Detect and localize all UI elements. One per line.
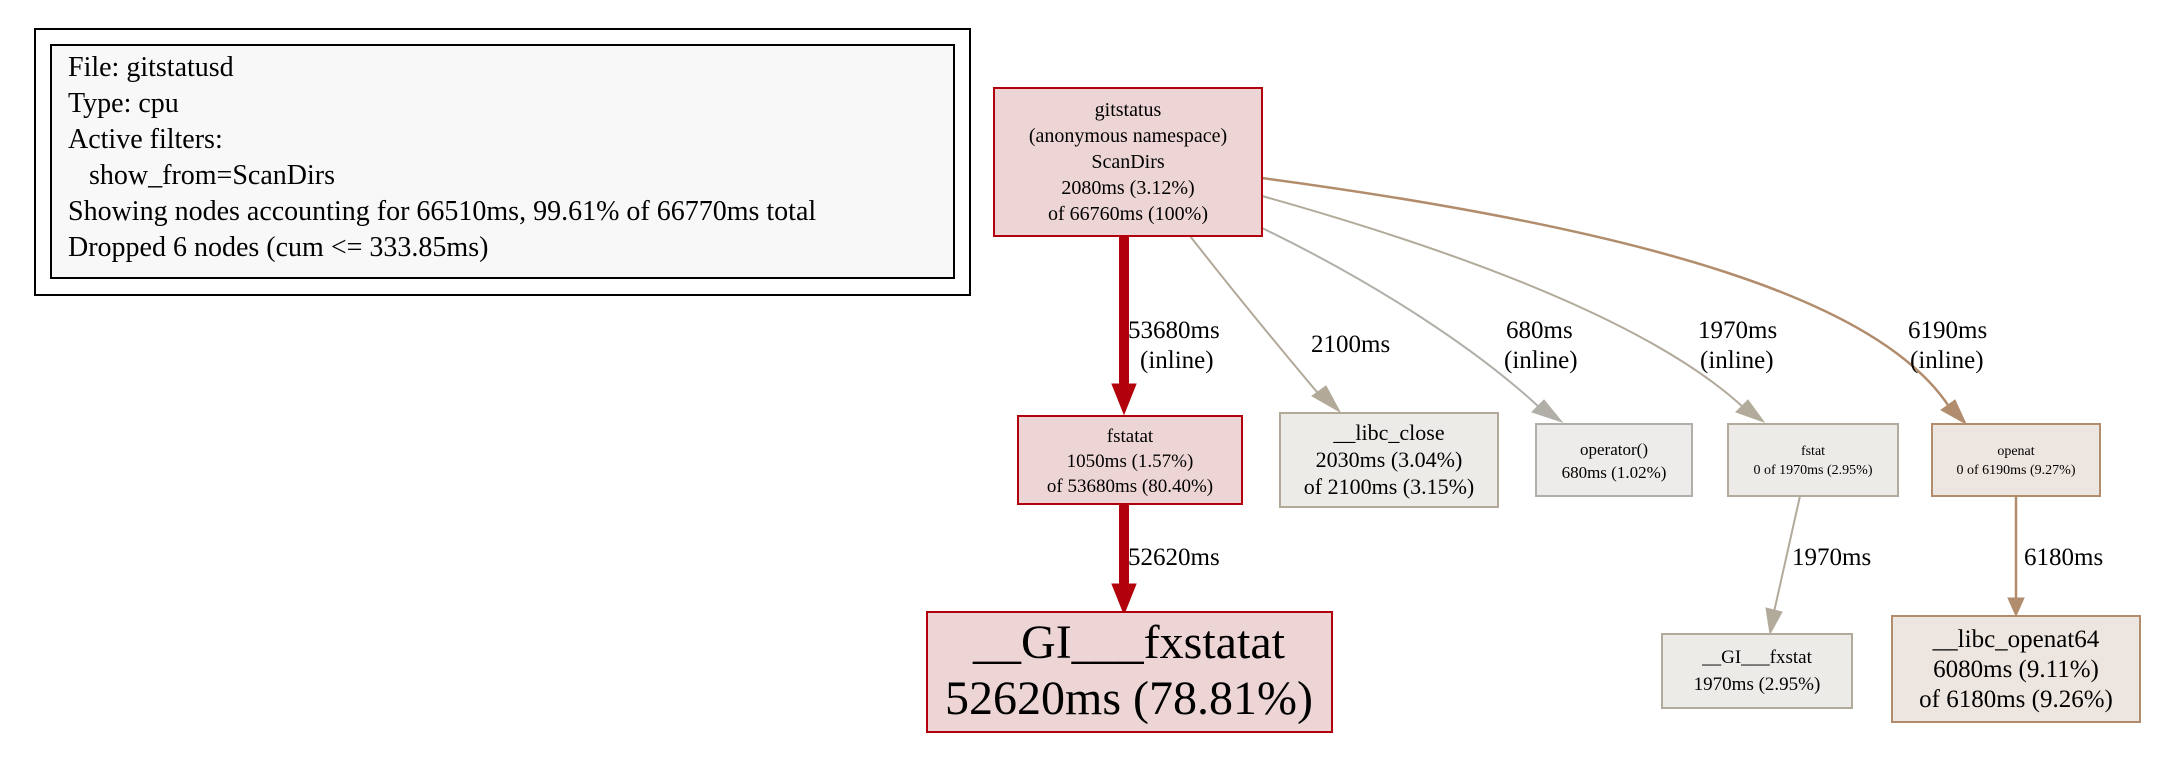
legend-active-filters: Active filters: bbox=[68, 124, 223, 155]
node-label-line: 1970ms (2.95%) bbox=[1694, 674, 1821, 695]
node-label-line: 52620ms (78.81%) bbox=[945, 672, 1313, 725]
node-label-line: of 66760ms (100%) bbox=[1048, 203, 1208, 225]
node-label-line: __GI___fxstat bbox=[1701, 647, 1812, 668]
edge-label-weight: 2100ms bbox=[1311, 331, 1390, 358]
edge-label-weight: 6190ms bbox=[1908, 317, 1987, 344]
node-libc-openat64[interactable]: __libc_openat64 6080ms (9.11%) of 6180ms… bbox=[1891, 615, 2141, 723]
node-label-line: fstat bbox=[1801, 444, 1825, 459]
edge-line bbox=[1773, 495, 1801, 613]
edge-arrowhead bbox=[1735, 399, 1766, 424]
node-label-line: fstatat bbox=[1107, 426, 1154, 447]
node-scandirs[interactable]: gitstatus (anonymous namespace) ScanDirs… bbox=[993, 87, 1263, 237]
node-gi-fxstatat[interactable]: __GI___fxstatat 52620ms (78.81%) bbox=[926, 611, 1333, 733]
node-box bbox=[926, 611, 1333, 733]
edge-label-inline: (inline) bbox=[1504, 347, 1578, 374]
edge-arrowhead bbox=[1311, 385, 1342, 414]
edge-label-weight: 680ms bbox=[1506, 317, 1573, 344]
node-box bbox=[1931, 423, 2101, 497]
node-box bbox=[1661, 633, 1853, 709]
node-label-line: 2030ms (3.04%) bbox=[1316, 447, 1463, 472]
node-box bbox=[1727, 423, 1899, 497]
edge-scandirs-libc-close[interactable]: 2100ms bbox=[1189, 235, 1390, 414]
node-label-line: of 2100ms (3.15%) bbox=[1304, 474, 1474, 499]
edge-arrowhead bbox=[2007, 597, 2025, 618]
node-label-line: (anonymous namespace) bbox=[1029, 125, 1227, 147]
legend-inner-frame bbox=[50, 44, 955, 279]
legend-filter-value: show_from=ScanDirs bbox=[68, 160, 335, 191]
node-operator[interactable]: operator() 680ms (1.02%) bbox=[1535, 423, 1693, 497]
edge-line bbox=[1261, 227, 1541, 409]
node-label-line: __GI___fxstatat bbox=[972, 616, 1286, 669]
edge-scandirs-fstatat[interactable]: 53680ms (inline) bbox=[1111, 236, 1220, 416]
node-box bbox=[1017, 415, 1243, 505]
node-label-line: 680ms (1.02%) bbox=[1562, 463, 1667, 482]
node-label-line: 0 of 1970ms (2.95%) bbox=[1754, 463, 1873, 478]
node-label-line: of 6180ms (9.26%) bbox=[1919, 686, 2113, 713]
node-fstatat[interactable]: fstatat 1050ms (1.57%) of 53680ms (80.40… bbox=[1017, 415, 1243, 505]
node-label-line: openat bbox=[1997, 444, 2034, 459]
edge-label-weight: 6180ms bbox=[2024, 544, 2103, 571]
edge-fstat-gi-fxstat[interactable]: 1970ms bbox=[1765, 495, 1871, 636]
node-label-line: 6080ms (9.11%) bbox=[1933, 656, 2099, 683]
edge-label-weight: 52620ms bbox=[1128, 544, 1220, 571]
edge-arrowhead bbox=[1531, 399, 1564, 424]
edge-arrowhead bbox=[1940, 399, 1968, 426]
edge-openat-libc-openat64[interactable]: 6180ms bbox=[2007, 496, 2103, 618]
legend-file: File: gitstatusd bbox=[68, 52, 234, 83]
node-libc-close[interactable]: __libc_close 2030ms (3.04%) of 2100ms (3… bbox=[1279, 412, 1499, 508]
node-box bbox=[993, 87, 1263, 237]
node-label-line: 0 of 6190ms (9.27%) bbox=[1957, 463, 2076, 478]
node-label-line: ScanDirs bbox=[1091, 151, 1165, 173]
node-label-line: of 53680ms (80.40%) bbox=[1047, 476, 1213, 497]
legend-type: Type: cpu bbox=[68, 88, 179, 119]
node-gi-fxstat[interactable]: __GI___fxstat 1970ms (2.95%) bbox=[1661, 633, 1853, 709]
node-fstat[interactable]: fstat 0 of 1970ms (2.95%) bbox=[1727, 423, 1899, 497]
edge-scandirs-operator[interactable]: 680ms (inline) bbox=[1261, 227, 1578, 424]
node-label-line: 2080ms (3.12%) bbox=[1061, 177, 1194, 199]
legend-dropped-nodes: Dropped 6 nodes (cum <= 333.85ms) bbox=[68, 232, 488, 263]
node-label-line: __libc_close bbox=[1332, 420, 1444, 445]
edge-label-inline: (inline) bbox=[1700, 347, 1774, 374]
edge-label-weight: 1970ms bbox=[1698, 317, 1777, 344]
edge-scandirs-fstat[interactable]: 1970ms (inline) bbox=[1261, 195, 1777, 424]
node-label-line: gitstatus bbox=[1095, 99, 1162, 121]
edge-arrowhead bbox=[1111, 583, 1137, 616]
node-label-line: operator() bbox=[1580, 440, 1648, 459]
edge-label-inline: (inline) bbox=[1910, 347, 1984, 374]
node-label-line: __libc_openat64 bbox=[1932, 626, 2100, 653]
edge-label-weight: 1970ms bbox=[1792, 544, 1871, 571]
edge-label-weight: 53680ms bbox=[1128, 317, 1220, 344]
node-label-line: 1050ms (1.57%) bbox=[1067, 451, 1194, 472]
edge-arrowhead bbox=[1111, 383, 1137, 416]
node-box bbox=[1891, 615, 2141, 723]
edge-fstatat-gi-fxstatat[interactable]: 52620ms bbox=[1111, 504, 1220, 616]
legend-showing-nodes: Showing nodes accounting for 66510ms, 99… bbox=[68, 196, 816, 227]
edge-arrowhead bbox=[1765, 607, 1783, 636]
node-box bbox=[1535, 423, 1693, 497]
edge-scandirs-openat[interactable]: 6190ms (inline) bbox=[1261, 176, 1987, 426]
node-openat[interactable]: openat 0 of 6190ms (9.27%) bbox=[1931, 423, 2101, 497]
node-box bbox=[1279, 412, 1499, 508]
edge-line bbox=[1261, 195, 1745, 409]
edge-line bbox=[1189, 235, 1323, 399]
legend-box: File: gitstatusd Type: cpu Active filter… bbox=[34, 28, 971, 296]
edge-line bbox=[1261, 176, 1952, 409]
edge-label-inline: (inline) bbox=[1140, 347, 1214, 374]
